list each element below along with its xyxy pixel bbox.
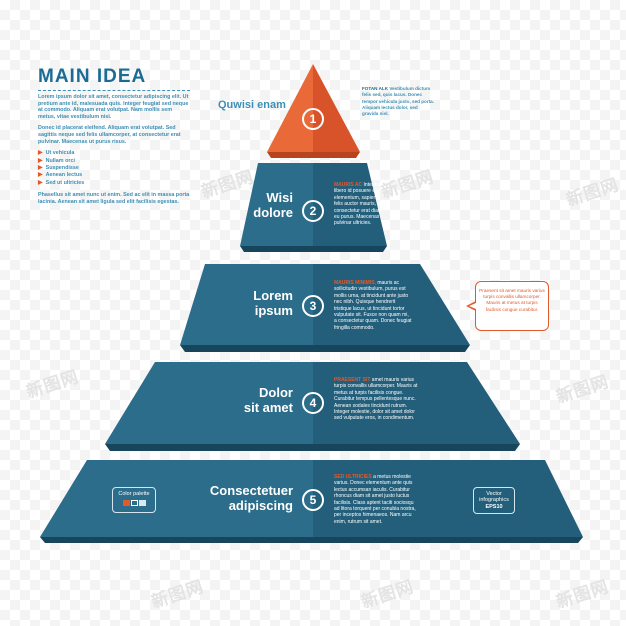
level-1-shape bbox=[313, 64, 360, 152]
level-3-number: 3 bbox=[302, 295, 324, 317]
vector-badge: Vector infographics EPS10 bbox=[473, 487, 515, 514]
level-4-number: 4 bbox=[302, 392, 324, 414]
level-4-shape bbox=[105, 362, 313, 444]
level-5-description: SED ULTRICIES a metus molestie varius. D… bbox=[334, 474, 416, 525]
level-1-shape bbox=[267, 64, 313, 152]
level-4-description: PRAESENT SIT amet mauris varius turpis c… bbox=[334, 377, 418, 422]
color-palette-title: Color palette bbox=[118, 491, 150, 497]
level-3-description: MAURIS MINIMIS, mauris ac sollicitudin v… bbox=[334, 280, 412, 331]
bullet-triangle-icon: ▶ bbox=[38, 157, 43, 164]
level-5-number: 5 bbox=[302, 489, 324, 511]
level-2-shape bbox=[240, 163, 313, 246]
level-3-shape bbox=[313, 264, 470, 345]
intro-paragraph: Lorem ipsum dolor sit amet, consectetur … bbox=[38, 94, 189, 120]
vector-badge-line: infographics bbox=[479, 497, 509, 504]
level-2-label: Wisi dolore bbox=[253, 190, 293, 220]
intro-bullet: ▶Nullam orci bbox=[38, 157, 75, 164]
intro-bullet-list: ▶Ut vehicula ▶Nullam orci ▶Suspendisse ▶… bbox=[38, 150, 190, 187]
level-5-shape bbox=[40, 460, 313, 537]
level-1-label: Quwisi enam bbox=[218, 99, 286, 111]
level-5-base bbox=[40, 537, 583, 543]
level-2-description: MAURIS AC Interdum, libero id posuere el… bbox=[334, 182, 385, 227]
level-3-shape bbox=[180, 264, 313, 345]
color-palette-box: Color palette bbox=[112, 487, 156, 513]
level-5-shape bbox=[313, 460, 583, 537]
level-3-label: Lorem ipsum bbox=[253, 288, 293, 318]
level-4-shape bbox=[313, 362, 520, 444]
bullet-triangle-icon: ▶ bbox=[38, 164, 43, 171]
intro-paragraph: Phasellus sit amet nunc ut enim. Sed ac … bbox=[38, 192, 190, 205]
intro-bullet: ▶Aenean lectus bbox=[38, 172, 83, 179]
color-swatches bbox=[113, 500, 155, 506]
bullet-triangle-icon: ▶ bbox=[38, 150, 43, 157]
level-1-number: 1 bbox=[302, 108, 324, 130]
intro-bullet: ▶Ut vehicula bbox=[38, 150, 75, 157]
level-3-base bbox=[180, 345, 470, 352]
level-2-number: 2 bbox=[302, 200, 324, 222]
level-4-label: Dolor sit amet bbox=[243, 385, 293, 415]
intro-panel: MAIN IDEA Lorem ipsum dolor sit amet, co… bbox=[38, 66, 190, 210]
intro-paragraph: Donec id placerat eleifend. Aliquam erat… bbox=[38, 125, 181, 145]
callout-pointer bbox=[469, 302, 476, 309]
level-1-description: FOTAN ALK Vestibulum dictum felis sed, q… bbox=[362, 86, 434, 117]
level-4-base bbox=[105, 444, 520, 451]
level-2-base bbox=[240, 246, 387, 252]
intro-title: MAIN IDEA bbox=[38, 66, 190, 91]
color-swatch bbox=[138, 500, 146, 506]
color-swatch bbox=[122, 500, 130, 506]
level-2-shape bbox=[313, 163, 387, 246]
intro-bullet: ▶Suspendisse bbox=[38, 164, 79, 171]
level-1-base bbox=[267, 152, 360, 158]
vector-badge-format: EPS10 bbox=[485, 503, 503, 510]
intro-bullet: ▶Sed ut ultricies bbox=[38, 179, 85, 186]
color-swatch bbox=[130, 500, 138, 506]
bullet-triangle-icon: ▶ bbox=[38, 179, 43, 186]
vector-badge-line: Vector bbox=[486, 491, 502, 497]
bullet-triangle-icon: ▶ bbox=[38, 172, 43, 179]
callout-box: Praesent sit amet mauris varius turpis c… bbox=[475, 281, 549, 331]
level-5-label: Consectetuer adipiscing bbox=[209, 483, 293, 513]
